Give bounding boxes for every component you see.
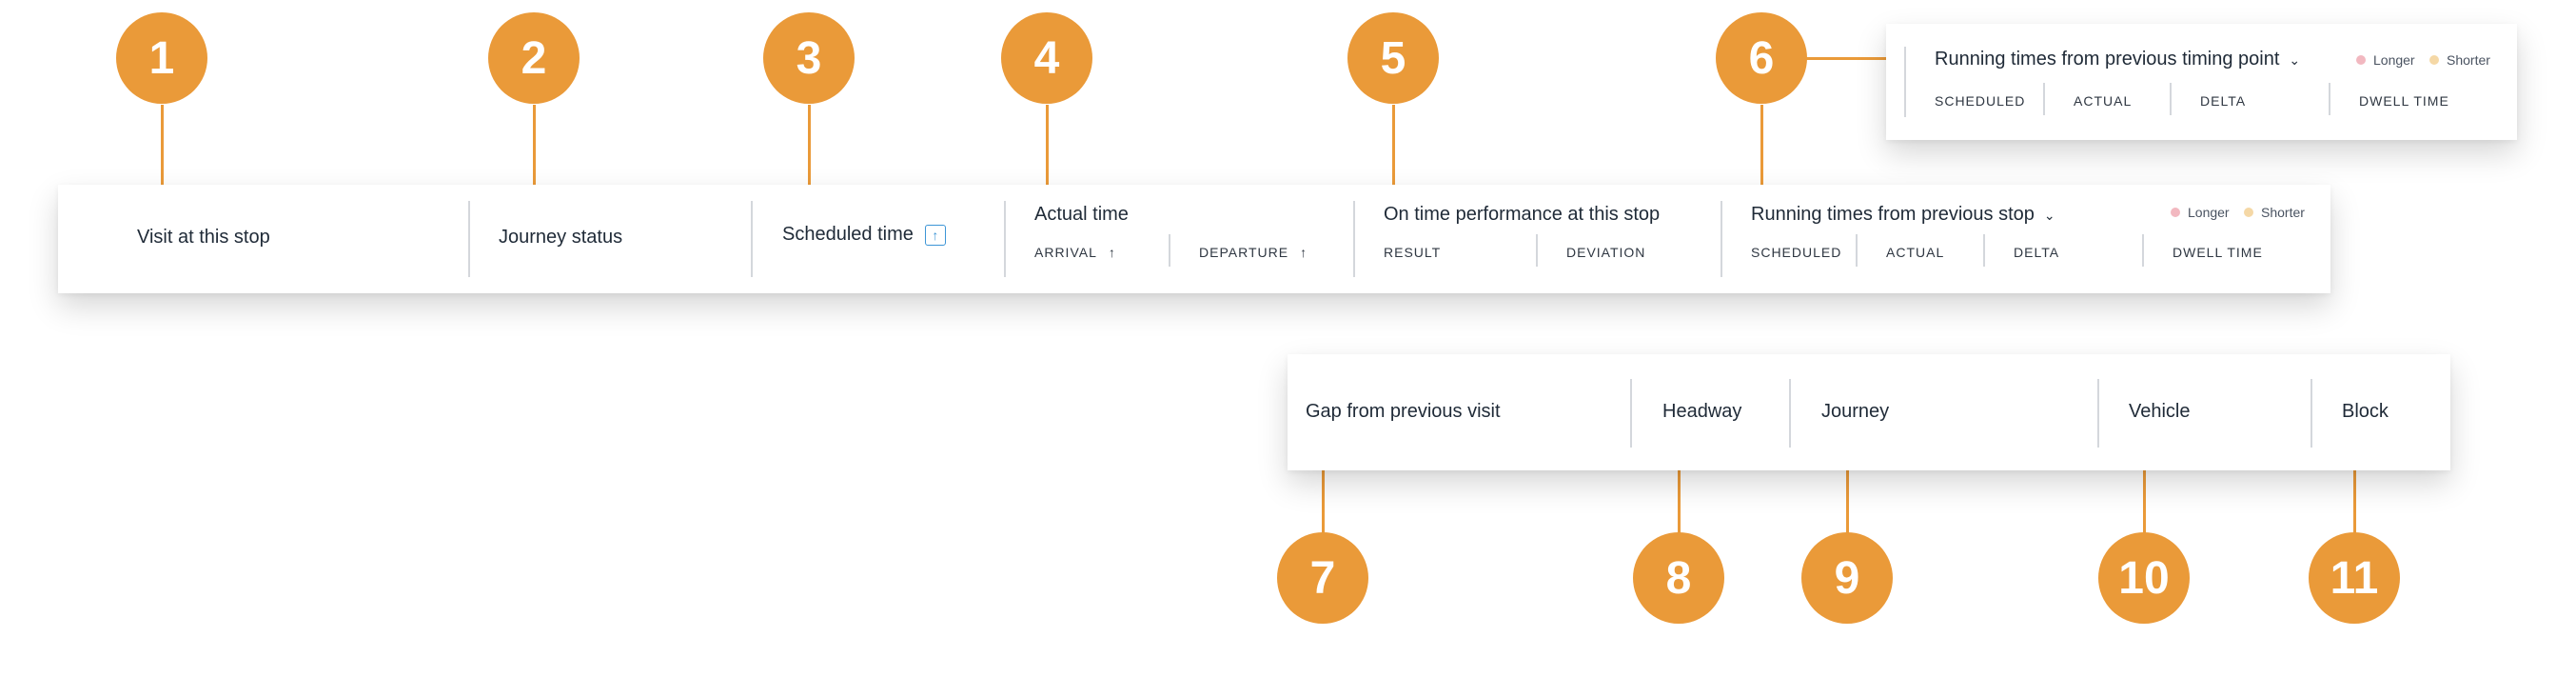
sort-ascending-icon[interactable]: ↑ — [924, 224, 946, 246]
column-divider — [1721, 201, 1722, 277]
callout-line-5 — [1392, 105, 1395, 185]
departure-sort-icon[interactable]: ↑ — [1300, 245, 1308, 260]
timing-point-header: Running times from previous timing point… — [1886, 24, 2517, 140]
callout-marker-10: 10 — [2098, 532, 2190, 624]
callout-line-10 — [2143, 448, 2146, 533]
column-header-gap[interactable]: Gap from previous visit — [1306, 401, 1501, 422]
scheduled-time-label: Scheduled time — [782, 224, 914, 245]
column-header-block[interactable]: Block — [2342, 401, 2389, 422]
column-header-journey-status[interactable]: Journey status — [499, 227, 623, 248]
callout-line-8 — [1678, 448, 1681, 533]
column-divider — [1630, 379, 1632, 448]
chevron-down-icon: ⌄ — [2043, 208, 2055, 223]
column-divider — [1004, 201, 1006, 277]
callout-line-2 — [533, 105, 536, 185]
legend-longer-label: Longer — [2188, 205, 2230, 220]
callout-marker-7: 7 — [1277, 532, 1368, 624]
legend-shorter-label: Shorter — [2261, 205, 2305, 220]
callout-line-11 — [2353, 448, 2356, 533]
column-header-departure[interactable]: DEPARTURE ↑ — [1199, 245, 1308, 260]
legend-shorter-label: Shorter — [2447, 52, 2490, 68]
column-group-on-time-performance: On time performance at this stop — [1384, 204, 1661, 225]
column-divider — [468, 201, 470, 277]
callout-marker-4: 4 — [1001, 12, 1092, 104]
callout-marker-8: 8 — [1633, 532, 1724, 624]
column-header-tp-delta[interactable]: DELTA — [2200, 93, 2247, 109]
callout-line-6 — [1760, 105, 1763, 185]
column-divider — [2097, 379, 2099, 448]
subcolumn-divider — [2142, 234, 2144, 267]
column-header-tp-dwell[interactable]: DWELL TIME — [2359, 93, 2449, 109]
column-header-result[interactable]: RESULT — [1384, 245, 1442, 260]
arrival-sort-icon[interactable]: ↑ — [1108, 245, 1116, 260]
departure-label: DEPARTURE — [1199, 245, 1289, 260]
callout-line-3 — [808, 105, 811, 185]
subcolumn-divider — [1536, 234, 1538, 267]
callout-line-9 — [1846, 448, 1849, 533]
callout-marker-5: 5 — [1347, 12, 1439, 104]
callout-marker-2: 2 — [488, 12, 580, 104]
column-header-rt-actual[interactable]: ACTUAL — [1886, 245, 1945, 260]
column-header-arrival[interactable]: ARRIVAL ↑ — [1034, 245, 1116, 260]
callout-marker-6: 6 — [1716, 12, 1807, 104]
arrival-label: ARRIVAL — [1034, 245, 1097, 260]
main-table-header: Visit at this stop Journey status Schedu… — [58, 185, 2330, 293]
column-header-scheduled-time[interactable]: Scheduled time ↑ — [782, 224, 946, 246]
legend-longer-label: Longer — [2373, 52, 2415, 68]
legend-longer: Longer — [2171, 205, 2230, 220]
shorter-dot-icon — [2244, 208, 2253, 217]
subcolumn-divider — [2329, 83, 2330, 115]
callout-marker-9: 9 — [1801, 532, 1893, 624]
legend-shorter: Shorter — [2429, 52, 2490, 68]
column-header-tp-scheduled[interactable]: SCHEDULED — [1935, 93, 2026, 109]
column-header-journey[interactable]: Journey — [1821, 401, 1890, 422]
column-header-rt-scheduled[interactable]: SCHEDULED — [1751, 245, 1842, 260]
callout-marker-11: 11 — [2309, 532, 2400, 624]
column-header-vehicle[interactable]: Vehicle — [2129, 401, 2191, 422]
shorter-dot-icon — [2429, 55, 2439, 65]
running-times-title: Running times from previous stop — [1751, 204, 2035, 225]
secondary-table-header: Gap from previous visit Headway Journey … — [1288, 354, 2450, 470]
column-divider — [1353, 201, 1355, 277]
column-header-headway[interactable]: Headway — [1662, 401, 1742, 422]
longer-dot-icon — [2171, 208, 2180, 217]
legend-shorter: Shorter — [2244, 205, 2305, 220]
subcolumn-divider — [2043, 83, 2045, 115]
callout-line-6-horizontal — [1806, 57, 1886, 60]
callout-line-4 — [1046, 105, 1049, 185]
column-divider — [1789, 379, 1791, 448]
callout-line-1 — [161, 105, 164, 185]
subcolumn-divider — [2170, 83, 2172, 115]
subcolumn-divider — [1983, 234, 1985, 267]
timing-point-title: Running times from previous timing point — [1935, 49, 2280, 70]
column-group-actual-time: Actual time — [1034, 204, 1129, 225]
column-header-rt-dwell[interactable]: DWELL TIME — [2173, 245, 2263, 260]
callout-marker-3: 3 — [763, 12, 855, 104]
chevron-down-icon: ⌄ — [2289, 52, 2301, 68]
column-divider — [1904, 47, 1906, 117]
callout-marker-1: 1 — [116, 12, 207, 104]
subcolumn-divider — [1169, 234, 1170, 267]
longer-dot-icon — [2356, 55, 2366, 65]
running-times-dropdown[interactable]: Running times from previous stop ⌄ — [1751, 204, 2055, 226]
column-header-deviation[interactable]: DEVIATION — [1566, 245, 1646, 260]
column-header-tp-actual[interactable]: ACTUAL — [2074, 93, 2133, 109]
column-header-visit[interactable]: Visit at this stop — [137, 227, 270, 248]
legend-longer: Longer — [2356, 52, 2415, 68]
column-divider — [2311, 379, 2312, 448]
subcolumn-divider — [1856, 234, 1858, 267]
callout-line-7 — [1322, 448, 1325, 533]
timing-point-dropdown[interactable]: Running times from previous timing point… — [1935, 49, 2300, 70]
column-divider — [751, 201, 753, 277]
column-header-rt-delta[interactable]: DELTA — [2014, 245, 2060, 260]
